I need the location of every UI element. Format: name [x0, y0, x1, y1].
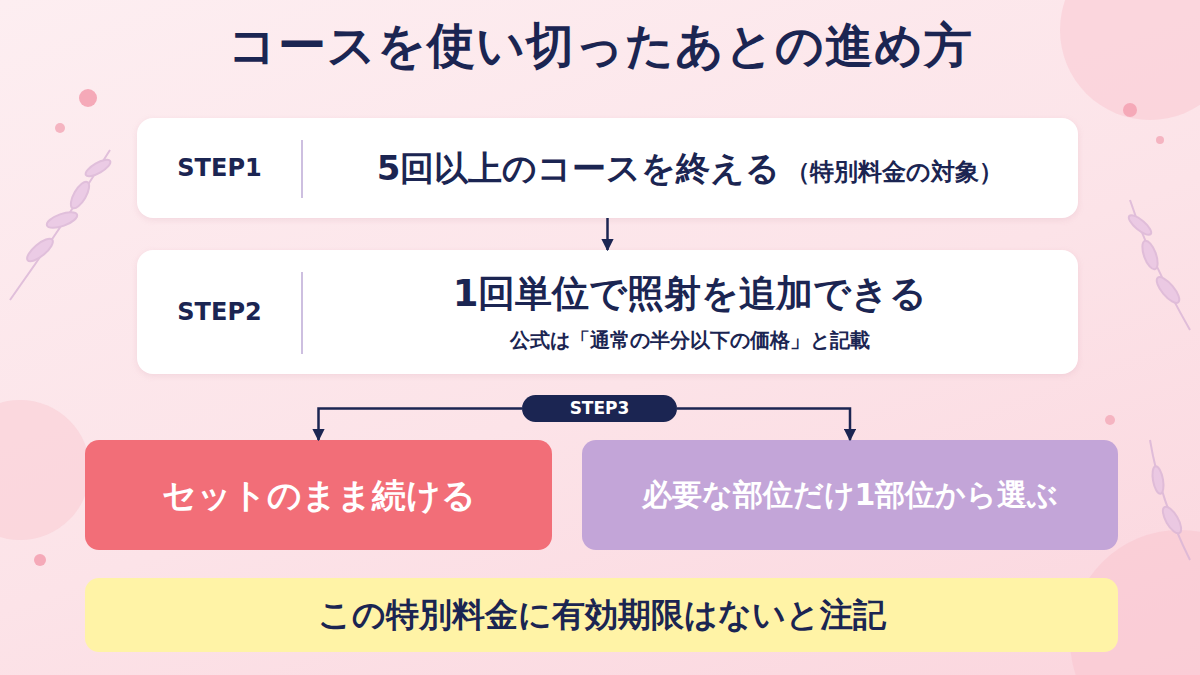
step-text: 1回単位で照射を追加できる [453, 271, 928, 317]
decor-circle [0, 400, 90, 540]
step-box: STEP1 5回以上のコースを終える（特別料金の対象） [137, 118, 1078, 218]
step-label: STEP1 [177, 153, 261, 183]
step-text: 5回以上のコースを終える [377, 147, 781, 190]
step-note: （特別料金の対象） [786, 157, 1003, 187]
decor-dot [34, 554, 46, 566]
decor-dot [55, 123, 65, 133]
decor-circle [1060, 0, 1200, 120]
step-note: 公式は「通常の半分以下の価格」と記載 [510, 328, 870, 353]
step-label-area: STEP1 [137, 118, 302, 218]
option-box: 必要な部位だけ1部位から選ぶ [582, 440, 1118, 550]
diagram-title: コースを使い切ったあとの進め方 [0, 14, 1200, 78]
decor-dot [1105, 415, 1115, 425]
step-content-area: 1回単位で照射を追加できる公式は「通常の半分以下の価格」と記載 [302, 250, 1078, 374]
flow-arrow [677, 409, 850, 441]
decor-dot [1123, 103, 1137, 117]
step-content-area: 5回以上のコースを終える（特別料金の対象） [302, 118, 1078, 218]
flow-arrow [606, 218, 609, 250]
flow-arrow [319, 409, 523, 441]
option-text: 必要な部位だけ1部位から選ぶ [642, 476, 1059, 514]
step-label-area: STEP2 [137, 250, 302, 374]
decor-dot [1156, 136, 1164, 144]
note-text: この特別料金に有効期限はないと注記 [318, 594, 886, 635]
badge-label: STEP3 [570, 398, 630, 419]
step-box: STEP2 1回単位で照射を追加できる公式は「通常の半分以下の価格」と記載 [137, 250, 1078, 374]
step-badge: STEP3 [522, 395, 677, 422]
option-text: セットのまま続ける [162, 474, 476, 517]
decor-dot [79, 89, 97, 107]
option-box: セットのまま続ける [85, 440, 552, 550]
note-box: この特別料金に有効期限はないと注記 [85, 578, 1118, 652]
step-label: STEP2 [177, 297, 261, 327]
